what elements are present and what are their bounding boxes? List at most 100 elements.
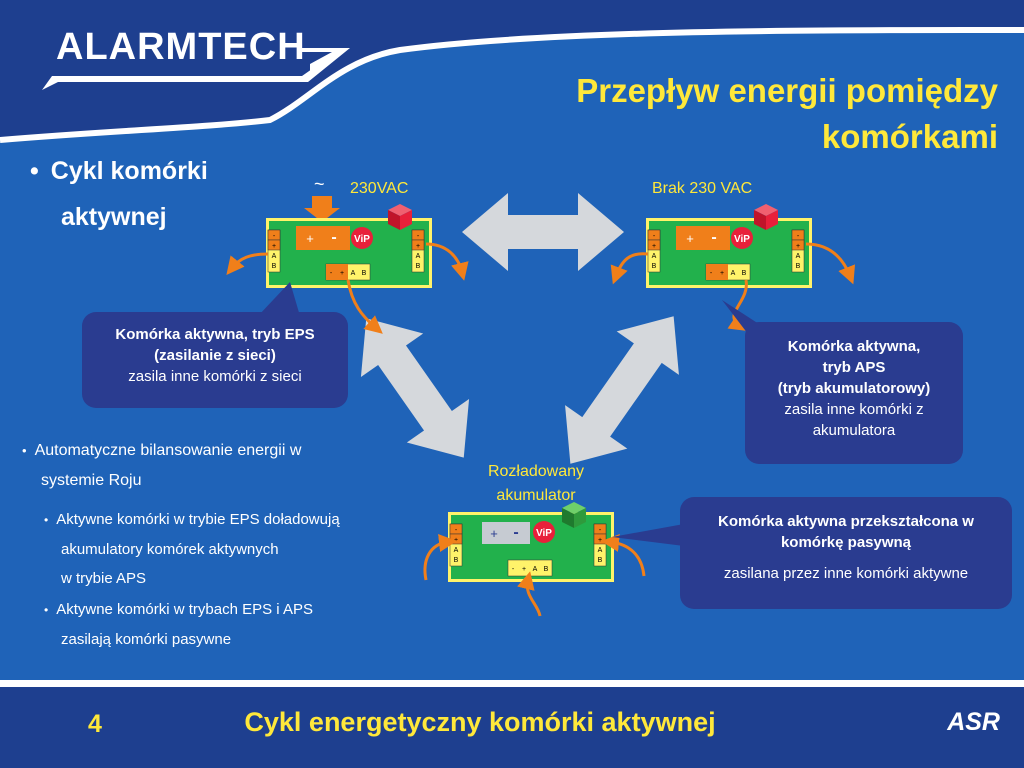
output-arrow-right-icon — [805, 242, 856, 285]
terminal-right: -+AB — [593, 523, 607, 567]
footer-tag: ASR — [947, 708, 1000, 736]
callout-aps-line-3: (tryb akumulatorowy) — [777, 380, 931, 397]
svg-text:B: B — [272, 263, 277, 270]
svg-text:+: + — [598, 537, 602, 544]
svg-text:ViP: ViP — [536, 528, 552, 539]
svg-text:+: + — [522, 566, 526, 573]
svg-text:A: A — [351, 270, 356, 277]
terminal-right: -+AB — [411, 229, 425, 273]
svg-text:-: - — [512, 566, 515, 573]
bullet-passive-supply: • Aktywne komórki w trybach EPS i APS zas… — [44, 595, 424, 654]
bullet-balancing-line-2: systemie Roju — [41, 472, 142, 489]
callout-aps-line-4: zasila inne komórki z — [784, 401, 924, 418]
battery-indicator-icon — [676, 226, 730, 250]
svg-text:+: + — [720, 270, 724, 277]
callout-aps-line-1: Komórka aktywna, — [787, 338, 921, 355]
vip-logo-icon — [533, 521, 555, 543]
brand-logo: ALARMTECH — [40, 20, 360, 92]
logo-text: ALARMTECH — [56, 26, 306, 68]
vip-logo-icon — [731, 227, 753, 249]
svg-text:B: B — [796, 263, 801, 270]
battery-indicator-icon — [296, 226, 350, 250]
status-cube-green-icon — [562, 502, 586, 528]
svg-text:+: + — [340, 270, 344, 277]
bullet-eps-charge: • Aktywne komórki w trybie EPS doładowują… — [44, 505, 424, 593]
mains-input-arrow-icon — [304, 196, 340, 222]
output-arrow-right-icon — [425, 242, 469, 281]
page-number: 4 — [88, 710, 102, 738]
output-arrow-left-icon — [226, 252, 269, 276]
bullet-dot: • — [44, 513, 49, 527]
svg-text:+: + — [454, 537, 458, 544]
bullet-dot: • — [30, 157, 39, 185]
svg-text:-: - — [513, 524, 518, 541]
svg-text:-: - — [417, 233, 420, 240]
svg-text:A: A — [796, 253, 801, 260]
svg-text:B: B — [416, 263, 421, 270]
output-arrow-left-icon — [610, 252, 649, 285]
bullet-dot: • — [44, 603, 49, 617]
svg-text:+: + — [490, 526, 498, 541]
bullet-passive-line-2: zasilają komórki pasywne — [61, 631, 232, 648]
terminal-left: -+AB — [267, 229, 281, 273]
svg-text:-: - — [331, 229, 336, 246]
callout-passive-line-1: Komórka aktywna przekształcona w — [718, 513, 974, 530]
footer-title: Cykl energetyczny komórki aktywnej — [244, 707, 716, 737]
svg-text:-: - — [599, 527, 602, 534]
page-title: Przepływ energii pomiędzy komórkami — [470, 68, 998, 160]
svg-text:B: B — [544, 566, 549, 573]
callout-aps-line-2: tryb APS — [822, 359, 886, 376]
status-cube-red-icon — [388, 204, 412, 230]
status-cube-red-icon — [754, 204, 778, 230]
svg-text:-: - — [273, 233, 276, 240]
svg-text:-: - — [330, 270, 333, 277]
bullet-passive-line-1: Aktywne komórki w trybach EPS i APS — [56, 601, 313, 618]
svg-text:+: + — [306, 231, 314, 246]
terminal-left: -+AB — [449, 523, 463, 567]
svg-text:+: + — [686, 231, 694, 246]
callout-passive: Komórka aktywna przekształcona w komórkę… — [680, 497, 1012, 609]
svg-text:B: B — [362, 270, 367, 277]
callout-eps-line-3: zasila inne komórki z sieci — [128, 368, 302, 385]
title-line-1: Przepływ energii pomiędzy — [576, 72, 998, 109]
svg-text:A: A — [454, 547, 459, 554]
callout-passive-line-2: komórkę pasywną — [780, 534, 912, 551]
terminal-right: -+AB — [791, 229, 805, 273]
bullet-eps-line-1: Aktywne komórki w trybie EPS doładowują — [56, 511, 340, 528]
main-bullet-line-2: aktywnej — [61, 203, 167, 231]
discharged-battery-label: Rozładowany akumulator — [470, 460, 602, 508]
svg-text:-: - — [653, 233, 656, 240]
main-bullet: •Cykl komórki aktywnej — [30, 148, 208, 240]
svg-text:A: A — [598, 547, 603, 554]
callout-eps-line-2: (zasilanie z sieci) — [154, 347, 276, 364]
svg-text:+: + — [416, 243, 420, 250]
battery-empty-icon — [482, 522, 530, 544]
discharged-line-2: akumulator — [496, 487, 576, 504]
svg-text:A: A — [272, 253, 277, 260]
svg-text:B: B — [652, 263, 657, 270]
bullet-eps-line-3: w trybie APS — [61, 570, 147, 587]
callout-passive-line-3: zasilana przez inne komórki aktywne — [723, 565, 969, 582]
svg-text:-: - — [710, 270, 713, 277]
svg-text:ViP: ViP — [734, 234, 750, 245]
svg-text:A: A — [533, 566, 538, 573]
bullet-eps-line-2: akumulatory komórek aktywnych — [61, 541, 279, 558]
discharged-line-1: Rozładowany — [487, 463, 585, 480]
input-arrow-left-icon — [423, 534, 457, 581]
logo-swoosh-icon — [42, 48, 350, 90]
input-arrow-right-icon — [601, 533, 646, 577]
svg-text:-: - — [711, 229, 716, 246]
svg-text:A: A — [731, 270, 736, 277]
ac-tilde-label: ~ — [314, 174, 325, 194]
callout-aps-line-5: akumulatora — [812, 422, 896, 439]
bullet-dot: • — [22, 443, 27, 458]
title-line-2: komórkami — [821, 118, 998, 155]
svg-text:-: - — [455, 527, 458, 534]
svg-text:A: A — [652, 253, 657, 260]
